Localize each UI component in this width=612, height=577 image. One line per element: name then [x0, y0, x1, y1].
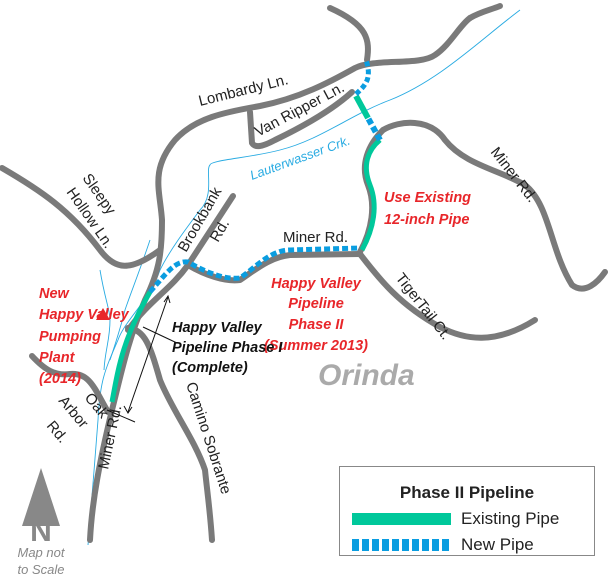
- scale-note: Map not to Scale: [6, 544, 76, 577]
- label-tigertail: TigerTail Ct.: [392, 270, 454, 343]
- road-top-right: [467, 3, 503, 21]
- road-camino-sobrante: [125, 325, 215, 543]
- pumping-plant-marker: [96, 308, 110, 320]
- arrowheads: [123, 294, 171, 414]
- road-oak-arbor: [29, 353, 111, 415]
- existing-pipe-phase1: [109, 290, 153, 403]
- note-existing-2: 12-inch Pipe: [384, 212, 469, 228]
- legend-existing: Existing Pipe: [352, 509, 559, 529]
- note-phase2-3: Phase II: [289, 317, 345, 333]
- label-miner-mid: Miner Rd.: [283, 229, 348, 246]
- note-plant-4: Plant: [39, 350, 76, 366]
- scale-note-line2: to Scale: [17, 562, 65, 577]
- existing-pipe-12inch: [359, 138, 382, 252]
- label-miner-ne: Miner Rd.: [487, 144, 540, 206]
- note-phase2-1: Happy Valley: [271, 276, 362, 292]
- label-creek: Lauterwasser Crk.: [248, 133, 352, 183]
- note-phase2-4: (Summer 2013): [264, 338, 368, 354]
- existing-pipe-swatch: [352, 513, 451, 525]
- legend-new: New Pipe: [352, 535, 534, 555]
- note-phase1-3: (Complete): [172, 360, 248, 376]
- road-tigertail: [357, 251, 538, 341]
- legend-existing-label: Existing Pipe: [461, 509, 560, 528]
- new-pipe-creek-crossing: [365, 116, 383, 142]
- note-phase1-2: Pipeline Phase I: [172, 340, 283, 356]
- new-pipe-swatch: [352, 539, 451, 551]
- legend: Phase II Pipeline Existing Pipe New Pipe: [339, 466, 595, 556]
- phase1-end-tick: [106, 409, 136, 423]
- existing-pipe-north: [353, 94, 371, 120]
- phase1-start-tick: [142, 326, 178, 344]
- note-plant-3: Pumping: [39, 329, 101, 345]
- note-plant-5: (2014): [39, 371, 81, 387]
- legend-new-label: New Pipe: [461, 535, 534, 554]
- legend-title: Phase II Pipeline: [399, 483, 535, 502]
- phase1-extent-arrow: [127, 296, 169, 413]
- note-plant-1: New: [39, 286, 71, 302]
- label-oak-3: Rd.: [43, 418, 71, 447]
- note-existing-1: Use Existing: [384, 190, 471, 206]
- city-label: Orinda: [318, 359, 415, 392]
- road-miner-mid: [185, 251, 363, 284]
- north-arrow-icon: [22, 468, 60, 526]
- label-brookbank-2: Rd.: [207, 216, 233, 245]
- road-lombardy-north: [327, 5, 371, 63]
- road-van-ripper: [247, 89, 355, 150]
- lauterwasser-creek: [87, 9, 521, 546]
- new-pipe-north: [354, 59, 371, 96]
- note-phase1-1: Happy Valley: [172, 320, 263, 336]
- scale-note-line1: Map not: [17, 545, 65, 560]
- new-pipe-phase2: [148, 245, 361, 294]
- note-plant-2: Happy Valley: [39, 307, 130, 323]
- road-sleepy-hollow: [0, 165, 163, 269]
- north-label: N: [30, 515, 52, 548]
- note-phase2-2: Pipeline: [288, 296, 344, 312]
